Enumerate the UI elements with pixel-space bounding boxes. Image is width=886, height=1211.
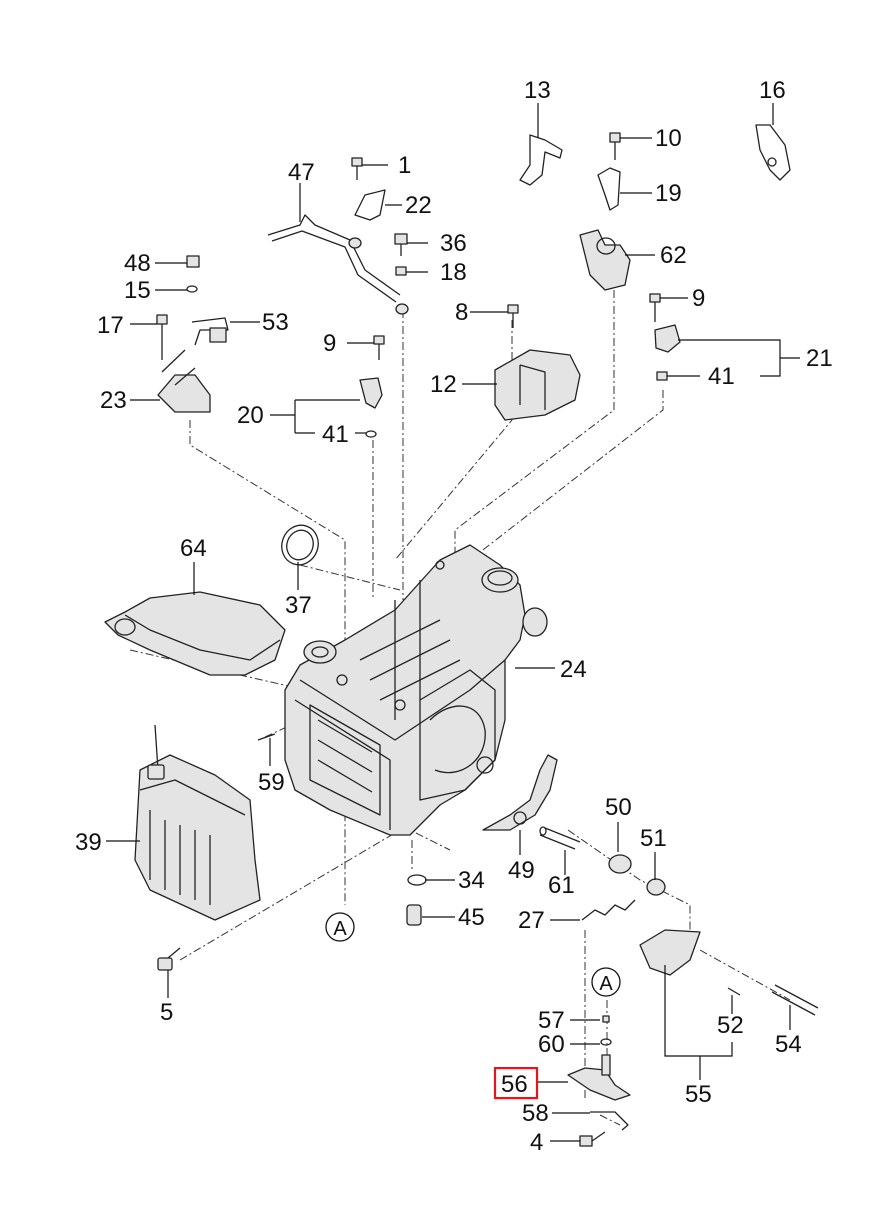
label-part-9-right[interactable]: 9 [692, 285, 705, 312]
label-part-51[interactable]: 51 [640, 825, 667, 852]
spring-part-27[interactable] [581, 899, 636, 921]
oil-strainer-part-64[interactable] [104, 591, 286, 676]
label-part-19[interactable]: 19 [655, 180, 682, 207]
label-part-59[interactable]: 59 [258, 769, 285, 796]
label-part-62[interactable]: 62 [660, 242, 687, 269]
label-part-36[interactable]: 36 [440, 230, 467, 257]
transaxle-case-part-24[interactable] [284, 544, 548, 836]
oil-tube-part-47[interactable] [267, 214, 409, 315]
seal-part-18[interactable] [395, 266, 407, 276]
part-number-labels: 1 22 36 18 47 48 15 17 53 23 9 20 41 8 1… [75, 77, 833, 1156]
bracket-part-19[interactable] [597, 167, 621, 211]
label-part-41-left[interactable]: 41 [322, 421, 349, 448]
label-part-22[interactable]: 22 [405, 192, 432, 219]
label-part-37[interactable]: 37 [285, 592, 312, 619]
label-part-49[interactable]: 49 [508, 857, 535, 884]
label-part-56[interactable]: 56 [501, 1071, 528, 1098]
washer-part-15[interactable] [186, 285, 198, 293]
speed-sensor-part-20[interactable] [359, 377, 383, 409]
label-part-10[interactable]: 10 [655, 125, 682, 152]
label-part-1[interactable]: 1 [398, 152, 411, 179]
label-part-27[interactable]: 27 [518, 907, 545, 934]
label-part-41-right[interactable]: 41 [708, 363, 735, 390]
bushing-part-51[interactable] [646, 878, 666, 896]
label-part-34[interactable]: 34 [458, 867, 485, 894]
label-part-4[interactable]: 4 [530, 1129, 543, 1156]
nut-part-48[interactable] [186, 255, 200, 268]
label-part-57[interactable]: 57 [538, 1007, 565, 1034]
label-part-23[interactable]: 23 [100, 387, 127, 414]
label-part-20[interactable]: 20 [237, 402, 264, 429]
spring-part-58[interactable] [590, 1111, 629, 1131]
leader-lines [106, 103, 800, 1142]
label-part-61[interactable]: 61 [548, 872, 575, 899]
bracket-part-62[interactable] [579, 229, 631, 291]
label-part-64[interactable]: 64 [180, 535, 207, 562]
label-part-24[interactable]: 24 [560, 656, 587, 683]
speed-sensor-part-21[interactable] [654, 324, 681, 353]
lever-part-53[interactable] [191, 317, 229, 346]
o-ring-part-41-right[interactable] [656, 371, 668, 381]
pin-part-59[interactable] [257, 733, 276, 741]
label-part-15[interactable]: 15 [124, 277, 151, 304]
label-part-54[interactable]: 54 [775, 1031, 802, 1058]
label-part-45[interactable]: 45 [458, 904, 485, 931]
label-part-16[interactable]: 16 [759, 77, 786, 104]
rod-part-54[interactable] [771, 984, 819, 1016]
label-part-50[interactable]: 50 [605, 794, 632, 821]
label-part-12[interactable]: 12 [430, 371, 457, 398]
highlight-box-part-56 [493, 1066, 539, 1100]
label-part-53[interactable]: 53 [262, 309, 289, 336]
label-part-9-left[interactable]: 9 [323, 330, 336, 357]
bracket-part-16[interactable] [755, 124, 791, 181]
bolt-part-36[interactable] [394, 233, 408, 256]
label-part-5[interactable]: 5 [160, 999, 173, 1026]
reference-marker-a-top: A [325, 912, 355, 942]
pin-part-52[interactable] [727, 987, 741, 996]
label-part-55[interactable]: 55 [685, 1081, 712, 1108]
bolt-part-4[interactable] [579, 1131, 606, 1147]
o-ring-part-37[interactable] [276, 520, 324, 570]
plug-part-45[interactable] [406, 904, 422, 926]
washer-part-34[interactable] [407, 874, 427, 886]
label-part-17[interactable]: 17 [97, 312, 124, 339]
bolt-part-8[interactable] [507, 304, 519, 328]
bracket-assembly-part-55[interactable] [639, 929, 701, 976]
bolt-part-1[interactable] [351, 157, 363, 180]
label-part-60[interactable]: 60 [538, 1031, 565, 1058]
label-part-8[interactable]: 8 [455, 299, 468, 326]
washer-part-60[interactable] [600, 1038, 612, 1046]
bolt-part-5[interactable] [157, 947, 181, 971]
detent-lever-part-56[interactable] [567, 1054, 631, 1101]
label-part-47[interactable]: 47 [288, 159, 315, 186]
label-part-52[interactable]: 52 [717, 1012, 744, 1039]
inhibitor-switch-part-23[interactable] [157, 349, 211, 413]
bolt-part-10[interactable] [609, 132, 621, 160]
label-part-21[interactable]: 21 [806, 345, 833, 372]
o-ring-part-41-left[interactable] [365, 430, 377, 438]
oil-pan-part-39[interactable] [134, 724, 261, 921]
pin-part-57[interactable] [602, 1015, 610, 1023]
label-part-13[interactable]: 13 [524, 77, 551, 104]
mount-bracket-part-12[interactable] [494, 349, 581, 421]
reference-marker-a-bottom: A [591, 967, 621, 997]
shaft-part-61[interactable] [539, 826, 581, 850]
bolt-part-9-right[interactable] [649, 293, 661, 322]
label-part-39[interactable]: 39 [75, 829, 102, 856]
label-part-18[interactable]: 18 [440, 259, 467, 286]
shift-lever-part-49[interactable] [482, 754, 558, 831]
label-part-48[interactable]: 48 [124, 250, 151, 277]
bolt-part-17[interactable] [156, 314, 168, 360]
svg-text:A: A [333, 918, 347, 940]
bushing-part-50[interactable] [608, 854, 632, 874]
bracket-part-13[interactable] [519, 134, 563, 186]
svg-text:A: A [599, 973, 613, 995]
bolt-part-9-left[interactable] [373, 335, 385, 360]
bracket-part-22[interactable] [354, 189, 386, 221]
label-part-58[interactable]: 58 [522, 1100, 549, 1127]
